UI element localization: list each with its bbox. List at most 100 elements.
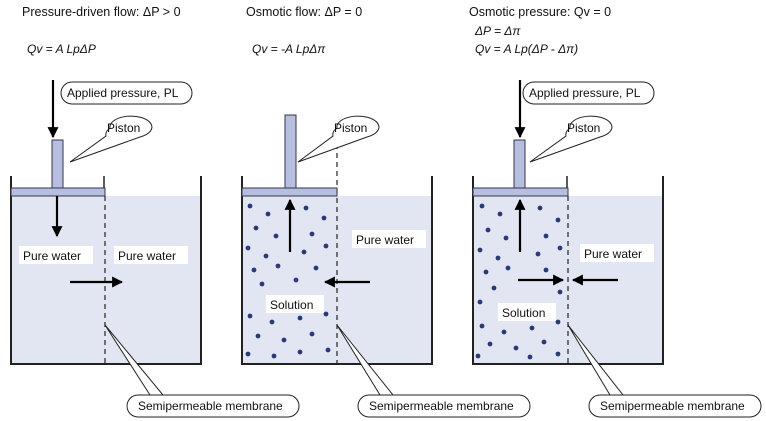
solute-dot (293, 277, 299, 283)
solute-dot (479, 323, 485, 329)
panel1-membrane-callout (126, 394, 300, 418)
solute-dot (543, 233, 549, 239)
solute-dot (505, 265, 511, 271)
panel3-piston-callout (529, 115, 613, 163)
panel3-solute-dots (475, 203, 563, 360)
solute-dot (309, 331, 315, 337)
panel3-left-label-bg (498, 303, 556, 321)
panel1-piston-rod (51, 139, 64, 189)
solute-dot (479, 203, 485, 209)
panel2-equation: Qv = -A LpΔπ (252, 42, 326, 56)
panel3-right-label-bg (580, 244, 654, 262)
panel3-title: Osmotic pressure: Qv = 0 (469, 5, 611, 19)
panel2-solute-dots (245, 203, 331, 359)
panel1-title: Pressure-driven flow: ΔP > 0 (22, 5, 181, 19)
panel3-left-label: Solution (502, 306, 545, 320)
solute-dot (265, 211, 271, 217)
panel2-right-label: Pure water (356, 233, 414, 247)
solute-dot (247, 313, 253, 319)
panel3-applied-label: Applied pressure, PL (529, 86, 641, 100)
solute-dot (483, 269, 489, 275)
solute-dot (555, 319, 561, 325)
solute-dot (537, 205, 543, 211)
panel3-equation-2: Qv = A Lp(ΔP - Δπ) (475, 42, 578, 56)
solute-dot (491, 285, 497, 291)
solute-dot (497, 211, 503, 217)
solute-dot (247, 203, 253, 209)
solute-dot (275, 263, 281, 269)
solute-dot (485, 227, 491, 233)
solute-dot (297, 315, 303, 321)
solute-dot (263, 253, 269, 259)
panel3-applied-callout (522, 81, 655, 105)
solute-dot (281, 337, 287, 343)
panel1-piston-plate (10, 187, 106, 197)
panel2-piston-label: Piston (334, 121, 367, 135)
solute-dot (557, 245, 563, 251)
panel2-left-label: Solution (270, 298, 313, 312)
panel1-membrane-label: Semipermeable membrane (138, 399, 283, 413)
solute-dot (541, 339, 547, 345)
solute-dot (535, 251, 541, 257)
panel1-left-label-bg (19, 246, 93, 264)
panel2-piston-callout (297, 115, 380, 163)
solute-dot (323, 311, 329, 317)
panel1-left-label: Pure water (23, 249, 81, 263)
solute-dot (271, 353, 277, 359)
panel3-right-label: Pure water (584, 247, 642, 261)
solute-dot (309, 231, 315, 237)
solute-dot (245, 245, 251, 251)
panel-osmotic-flow: Osmotic flow: ΔP = 0 Qv = -A LpΔπ (241, 5, 531, 418)
solute-dot (495, 255, 501, 261)
solute-dot (301, 249, 307, 255)
solute-dot (555, 217, 561, 223)
solute-dot (313, 265, 319, 271)
solute-dot (513, 345, 519, 351)
panel1-right-label-bg (114, 246, 188, 264)
panel1-right-label: Pure water (118, 249, 176, 263)
panel1-water (11, 196, 201, 364)
solute-dot (503, 235, 509, 241)
panel2-membrane-callout (357, 394, 531, 418)
solute-dot (245, 351, 251, 357)
panel-osmotic-pressure: Osmotic pressure: Qv = 0 ΔP = Δπ Qv = A … (469, 5, 762, 418)
panel2-title: Osmotic flow: ΔP = 0 (246, 5, 362, 19)
panel3-piston-label: Piston (567, 121, 600, 135)
solute-dot (297, 349, 303, 355)
panel3-tank (472, 176, 664, 365)
solute-dot (303, 205, 309, 211)
panel1-piston-label: Piston (107, 121, 140, 135)
solute-dot (325, 347, 331, 353)
panel3-membrane-label: Semipermeable membrane (600, 399, 745, 413)
solute-dot (529, 325, 535, 331)
solute-dot (259, 281, 265, 287)
solute-dot (253, 225, 259, 231)
panel2-right-label-bg (352, 230, 426, 248)
panel3-piston-plate (472, 187, 569, 197)
panel2-membrane-label: Semipermeable membrane (369, 399, 514, 413)
solute-dot (527, 354, 533, 360)
solute-dot (477, 247, 483, 253)
panel1-equation: Qv = A LpΔP (27, 42, 96, 56)
solute-dot (255, 333, 261, 339)
panel3-equation-1: ΔP = Δπ (474, 24, 521, 38)
solute-dot (487, 341, 493, 347)
solute-dot (251, 267, 257, 273)
panel2-piston-plate (241, 187, 338, 197)
panel1-applied-label: Applied pressure, PL (67, 86, 179, 100)
solute-dot (543, 267, 549, 273)
panel1-piston-callout (69, 115, 153, 163)
panel3-membrane-callout (588, 394, 762, 418)
panel2-piston-rod (284, 114, 297, 189)
solute-dot (555, 351, 561, 357)
panel2-left-label-bg (266, 295, 324, 313)
panel1-applied-callout (60, 81, 193, 105)
solute-dot (321, 215, 327, 221)
solute-dot (501, 329, 507, 335)
solute-dot (273, 233, 279, 239)
solute-dot (323, 243, 329, 249)
solute-dot (269, 319, 275, 325)
solute-dot (477, 299, 483, 305)
panel1-tank (10, 176, 202, 365)
